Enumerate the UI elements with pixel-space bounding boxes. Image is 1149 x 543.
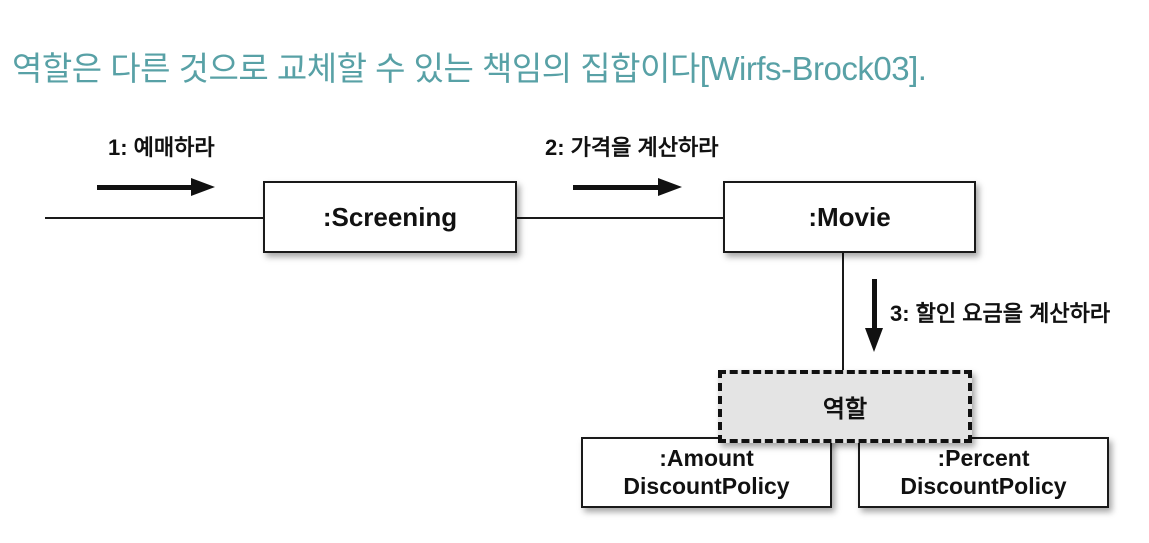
- node-percent-discount-policy: :Percent DiscountPolicy: [858, 437, 1109, 508]
- connector-line-movie-to-role: [842, 253, 844, 372]
- arrow-head-right-icon: [191, 178, 215, 196]
- node-percent-label-line1: :Percent: [937, 444, 1030, 471]
- node-percent-label-line2: DiscountPolicy: [900, 472, 1067, 499]
- message-3-arrow-down-icon: [865, 279, 883, 352]
- message-2-label: 2: 가격을 계산하라: [545, 135, 719, 160]
- node-amount-label-line2: DiscountPolicy: [623, 472, 790, 499]
- node-amount-discount-policy: :Amount DiscountPolicy: [581, 437, 832, 508]
- message-2-arrow-right-icon: [573, 178, 682, 196]
- node-screening-label: :Screening: [322, 201, 458, 232]
- slide-title: 역할은 다른 것으로 교체할 수 있는 책임의 집합이다[Wirfs-Brock…: [12, 50, 927, 87]
- node-movie-label: :Movie: [808, 201, 891, 232]
- arrow-shaft: [573, 184, 658, 190]
- arrow-shaft: [97, 184, 191, 190]
- arrow-head-right-icon: [658, 178, 682, 196]
- node-screening: :Screening: [263, 181, 517, 253]
- node-role-dashed: 역할: [718, 370, 972, 443]
- message-1-label: 1: 예매하라: [108, 135, 215, 160]
- node-amount-label-line1: :Amount: [659, 444, 754, 471]
- node-role-label: 역할: [822, 396, 868, 423]
- arrow-shaft: [871, 279, 877, 328]
- message-3-label: 3: 할인 요금을 계산하라: [890, 301, 1111, 326]
- node-movie: :Movie: [723, 181, 976, 253]
- arrow-head-down-icon: [865, 328, 883, 352]
- message-1-arrow-right-icon: [97, 178, 215, 196]
